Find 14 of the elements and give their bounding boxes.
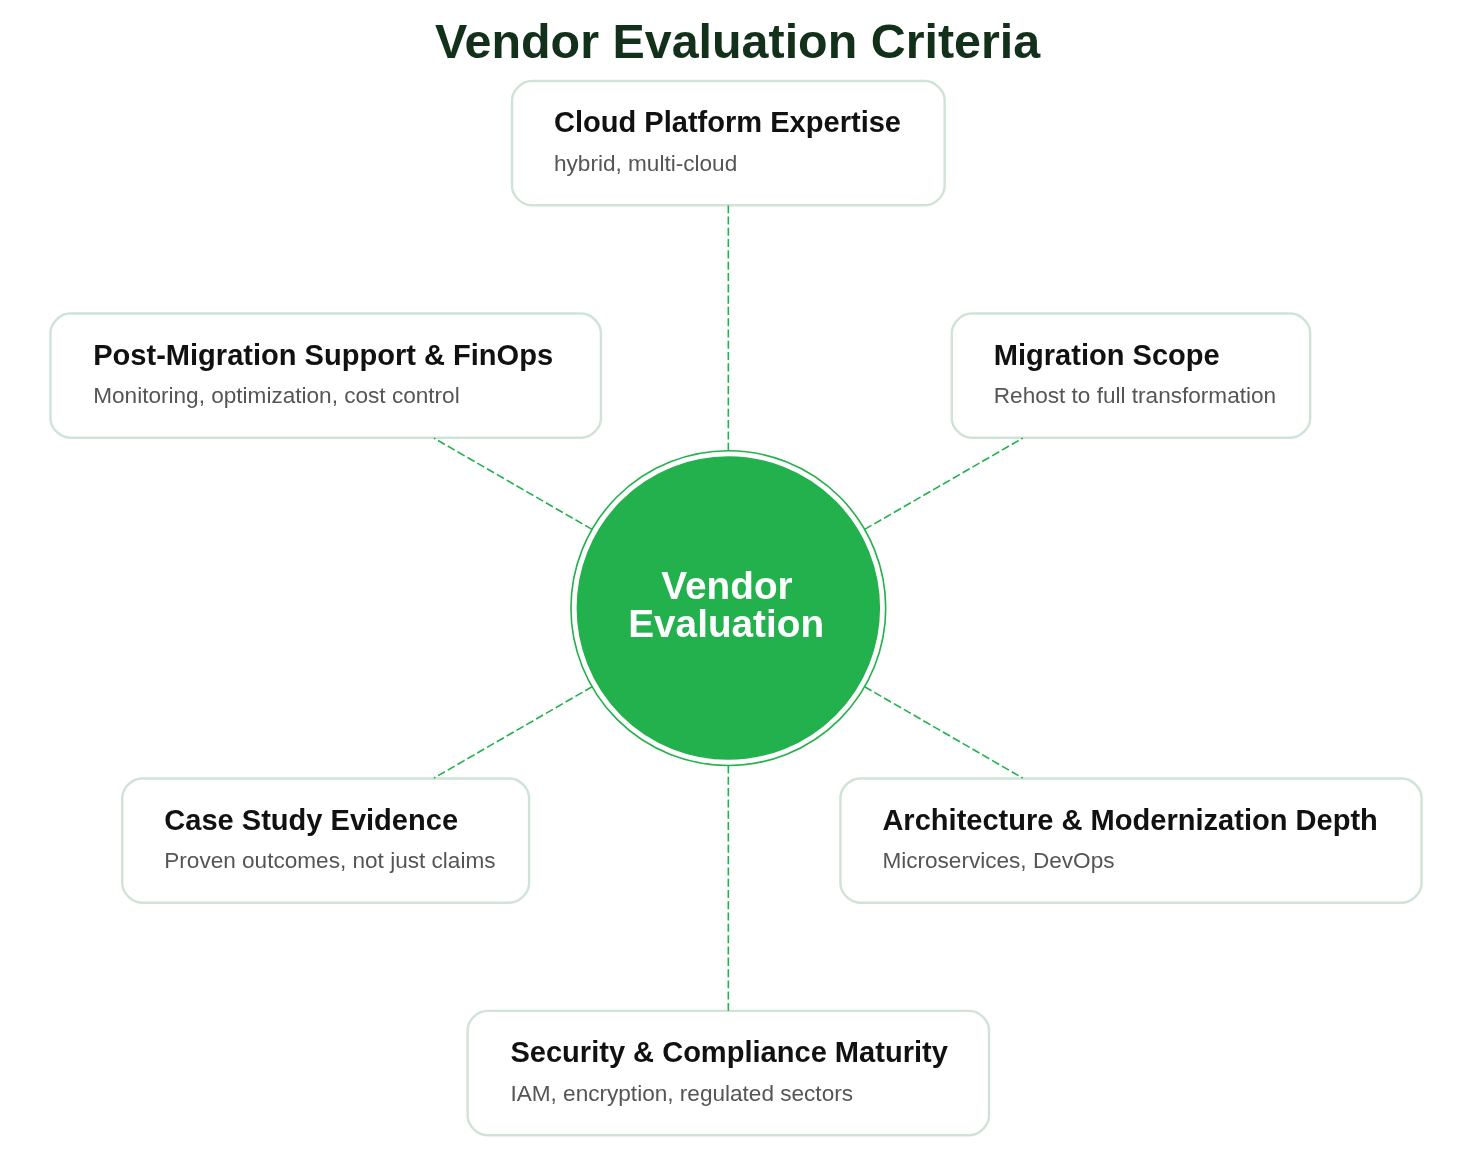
node-box: Security & Compliance Maturity IAM, encryption, regulated sectors (466, 1009, 991, 1137)
node-box: Cloud Platform Expertise hybrid, multi-cloud (510, 79, 946, 207)
connector (433, 686, 593, 779)
connector (863, 437, 1024, 531)
connector (863, 686, 1024, 779)
node-box: Migration Scope Rehost to full transformation (950, 312, 1312, 439)
node-box: Case Study Evidence Proven outcomes, not just claims (121, 777, 531, 904)
connector (727, 764, 730, 1012)
node-circle: Vendor Evaluation (570, 449, 887, 767)
connector (433, 437, 593, 531)
connector (727, 204, 730, 452)
diagram-title: Vendor Evaluation Criteria (434, 14, 1041, 69)
node-box: Post-Migration Support & FinOps Monitoring, optimization, cost control (49, 312, 603, 439)
node-box: Architecture & Modernization Depth Microservices, DevOps (839, 777, 1423, 904)
